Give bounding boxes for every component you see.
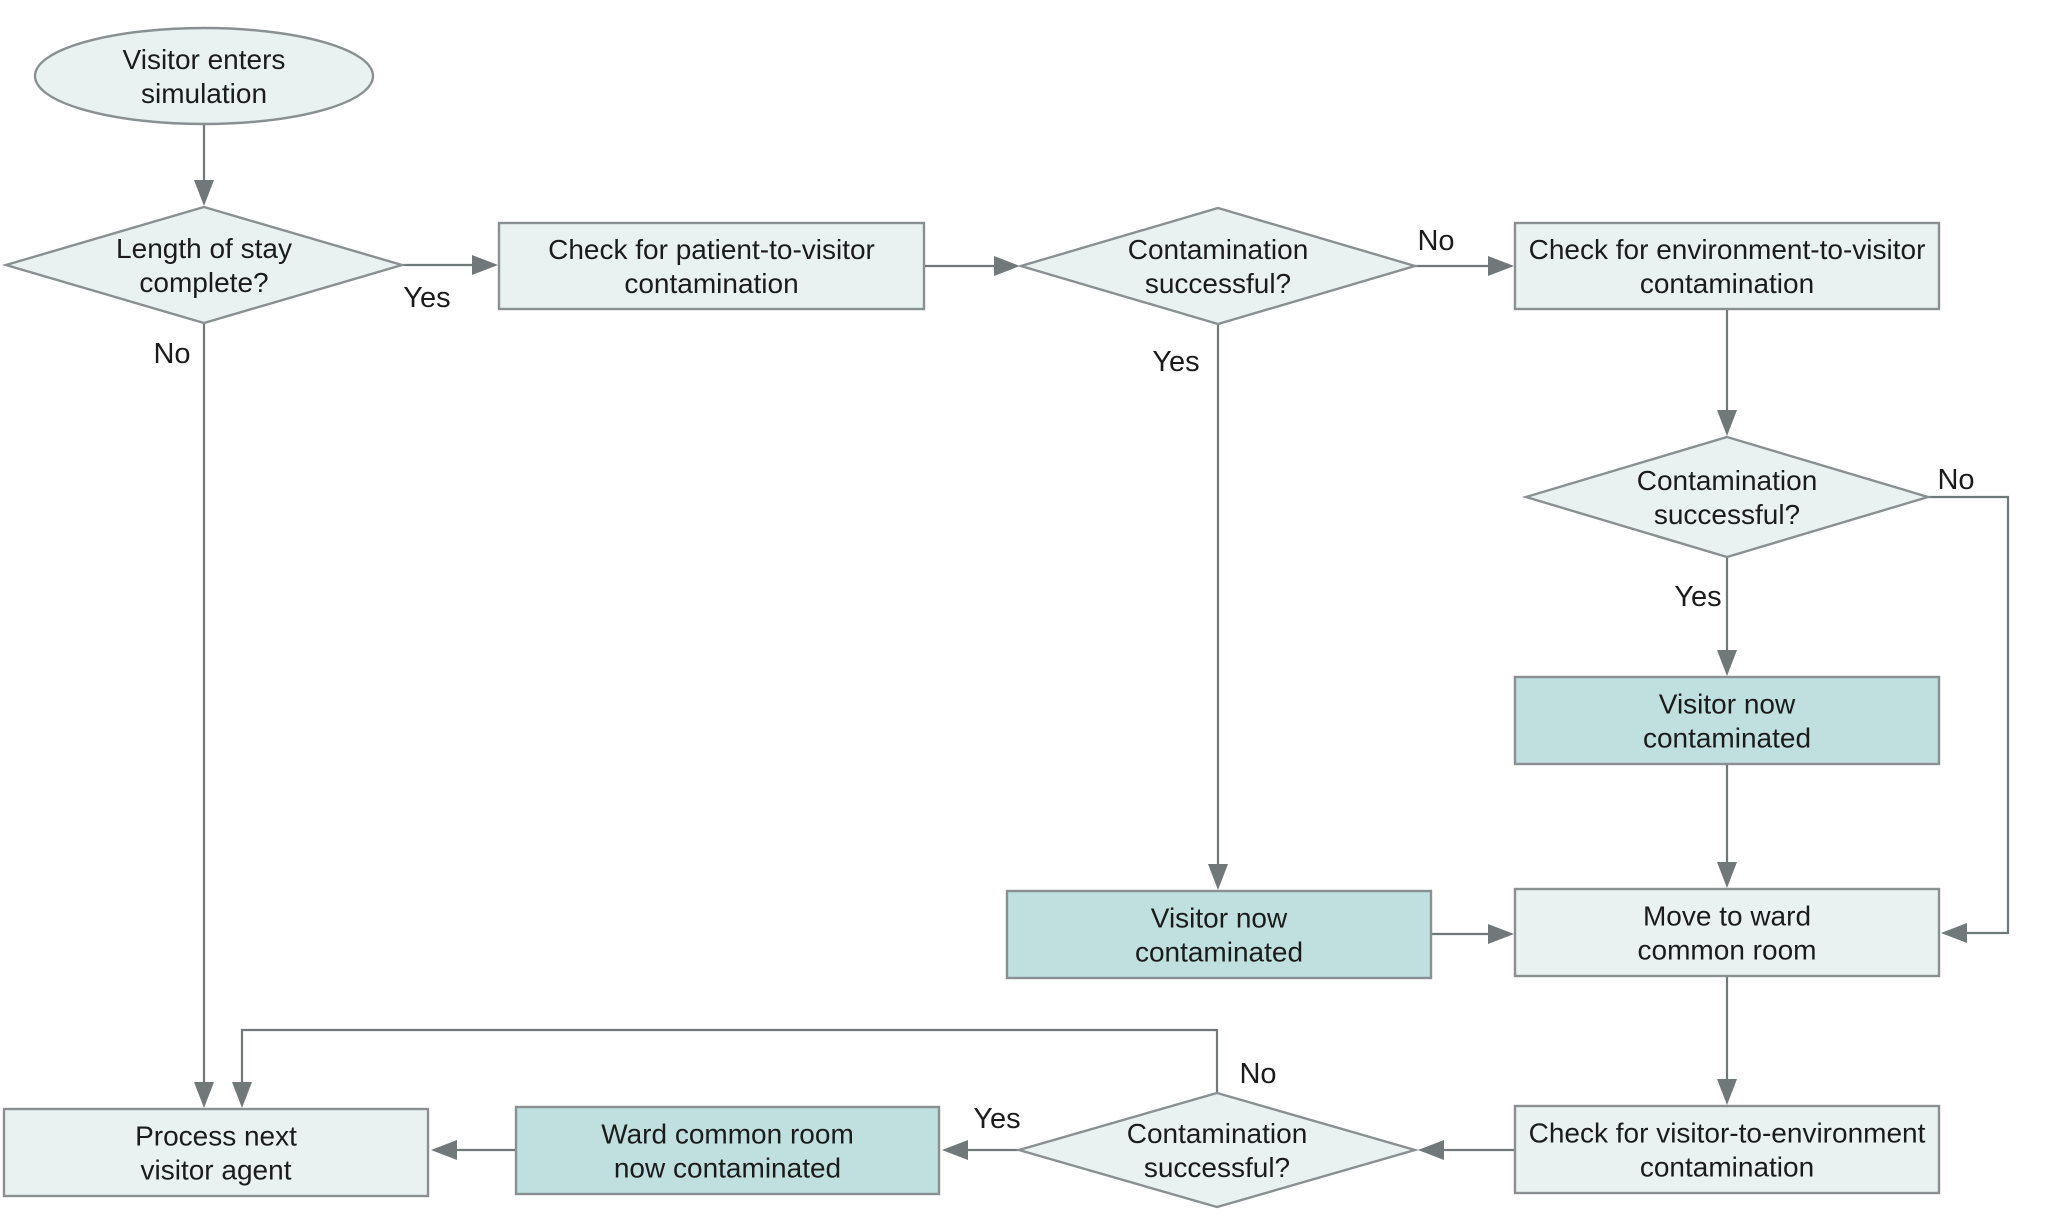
edge-contaminated1-to-move: [1717, 764, 1737, 888]
arrowhead-icon: [1717, 1079, 1737, 1105]
node-check-visitor-to-environment-label-line2: contamination: [1640, 1152, 1814, 1183]
node-contamination-successful-1-label-line2: successful?: [1145, 268, 1291, 299]
node-contamination-successful-3-shape: [1014, 1091, 1420, 1209]
node-visitor-now-contaminated-1-label-line2: contaminated: [1643, 723, 1811, 754]
node-move-to-ward-common-room-label-line2: common room: [1638, 935, 1817, 966]
arrowhead-icon: [1488, 924, 1514, 944]
node-check-visitor-to-environment-label-line1: Check for visitor-to-environment: [1529, 1118, 1926, 1149]
edge-contamination2-no: No: [1928, 464, 2010, 943]
edge-length-of-stay-yes: Yes: [403, 255, 498, 314]
edge-contamination2-yes: Yes: [1674, 557, 1737, 676]
edge-label-no: No: [1937, 464, 1974, 496]
node-check-environment-to-visitor-label-line1: Check for environment-to-visitor: [1529, 234, 1926, 265]
edge-contamination1-no: No: [1415, 225, 1514, 276]
edge-contamination3-no: No: [232, 1028, 1277, 1108]
node-move-to-ward-common-room-label-line1: Move to ward: [1643, 901, 1811, 932]
arrowhead-icon: [1717, 410, 1737, 436]
edge-length-of-stay-no: No: [153, 324, 214, 1108]
arrowhead-icon: [472, 255, 498, 275]
node-visitor-now-contaminated-1-shape: [1513, 675, 1941, 766]
arrowhead-icon: [1208, 864, 1228, 890]
node-process-next-visitor-agent-shape: [2, 1107, 430, 1198]
arrowhead-icon: [431, 1140, 457, 1160]
arrowhead-icon: [942, 1140, 968, 1160]
edge-label-yes: Yes: [403, 282, 450, 314]
node-check-visitor-to-environment: Check for visitor-to-environmentcontamin…: [1513, 1104, 1941, 1195]
node-contamination-successful-2-label-line2: successful?: [1654, 499, 1800, 530]
node-check-patient-to-visitor: Check for patient-to-visitorcontaminatio…: [497, 221, 926, 311]
node-check-environment-to-visitor-shape: [1513, 221, 1941, 311]
node-contamination-successful-3-label-line2: successful?: [1144, 1152, 1290, 1183]
edge-label-no: No: [153, 338, 190, 370]
node-check-visitor-to-environment-shape: [1513, 1104, 1941, 1195]
node-process-next-visitor-agent-label-line1: Process next: [135, 1121, 297, 1152]
node-visitor-enters-simulation-label-line2: simulation: [141, 78, 267, 109]
node-length-of-stay-complete-shape: [1, 205, 407, 325]
arrowhead-icon: [1941, 923, 1967, 943]
arrowhead-icon: [994, 256, 1020, 276]
node-visitor-enters-simulation-shape: [33, 26, 375, 126]
edge-move-to-visitor-env-check: [1717, 976, 1737, 1105]
edge-env-check-to-decision: [1717, 309, 1737, 436]
node-ward-common-room-now-contaminated-shape: [514, 1105, 941, 1196]
node-check-patient-to-visitor-shape: [497, 221, 926, 311]
arrowhead-icon: [194, 180, 214, 206]
node-check-environment-to-visitor-label-line2: contamination: [1640, 268, 1814, 299]
node-check-patient-to-visitor-label-line1: Check for patient-to-visitor: [548, 234, 875, 265]
node-visitor-now-contaminated-1-label-line1: Visitor now: [1659, 689, 1796, 720]
node-ward-common-room-now-contaminated-label-line2: now contaminated: [614, 1153, 841, 1184]
node-contamination-successful-2-label-line1: Contamination: [1637, 465, 1818, 496]
edge-contaminated2-to-move: [1431, 924, 1514, 944]
arrowhead-icon: [1418, 1140, 1444, 1160]
edge-visitor-env-check-to-decision: [1418, 1140, 1515, 1160]
edge-start-to-length-of-stay: [194, 124, 214, 206]
arrowhead-icon: [232, 1082, 252, 1108]
edge-label-yes: Yes: [973, 1103, 1020, 1135]
edge-contamination1-yes: Yes: [1152, 324, 1228, 890]
node-move-to-ward-common-room-shape: [1513, 887, 1941, 978]
node-visitor-enters-simulation-label-line1: Visitor enters: [123, 44, 286, 75]
node-contamination-successful-2-shape: [1521, 435, 1933, 559]
arrowhead-icon: [1717, 862, 1737, 888]
node-check-environment-to-visitor: Check for environment-to-visitorcontamin…: [1513, 221, 1941, 311]
node-ward-common-room-now-contaminated-label-line1: Ward common room: [601, 1119, 854, 1150]
node-contamination-successful-3-label-line1: Contamination: [1127, 1118, 1308, 1149]
arrowhead-icon: [194, 1082, 214, 1108]
edge-line: [1928, 495, 2010, 935]
node-contamination-successful-1-shape: [1016, 206, 1420, 326]
node-length-of-stay-complete-label-line1: Length of stay: [116, 233, 292, 264]
edge-label-yes: Yes: [1152, 346, 1199, 378]
node-visitor-now-contaminated-2-label-line1: Visitor now: [1151, 903, 1288, 934]
arrowhead-icon: [1717, 650, 1737, 676]
edge-label-no: No: [1417, 225, 1454, 257]
edge-line: [240, 1028, 1219, 1093]
edge-label-no: No: [1239, 1058, 1276, 1090]
edge-patient-check-to-decision: [924, 256, 1020, 276]
node-contamination-successful-1-label-line1: Contamination: [1128, 234, 1309, 265]
node-process-next-visitor-agent-label-line2: visitor agent: [141, 1155, 292, 1186]
node-visitor-now-contaminated-2-label-line2: contaminated: [1135, 937, 1303, 968]
edge-contamination3-yes: Yes: [942, 1103, 1021, 1160]
edge-label-yes: Yes: [1674, 581, 1721, 613]
edge-ward-contaminated-to-process-next: [431, 1140, 516, 1160]
node-length-of-stay-complete-label-line2: complete?: [139, 267, 268, 298]
node-visitor-now-contaminated-2-shape: [1005, 889, 1433, 980]
node-check-patient-to-visitor-label-line2: contamination: [624, 268, 798, 299]
arrowhead-icon: [1488, 256, 1514, 276]
